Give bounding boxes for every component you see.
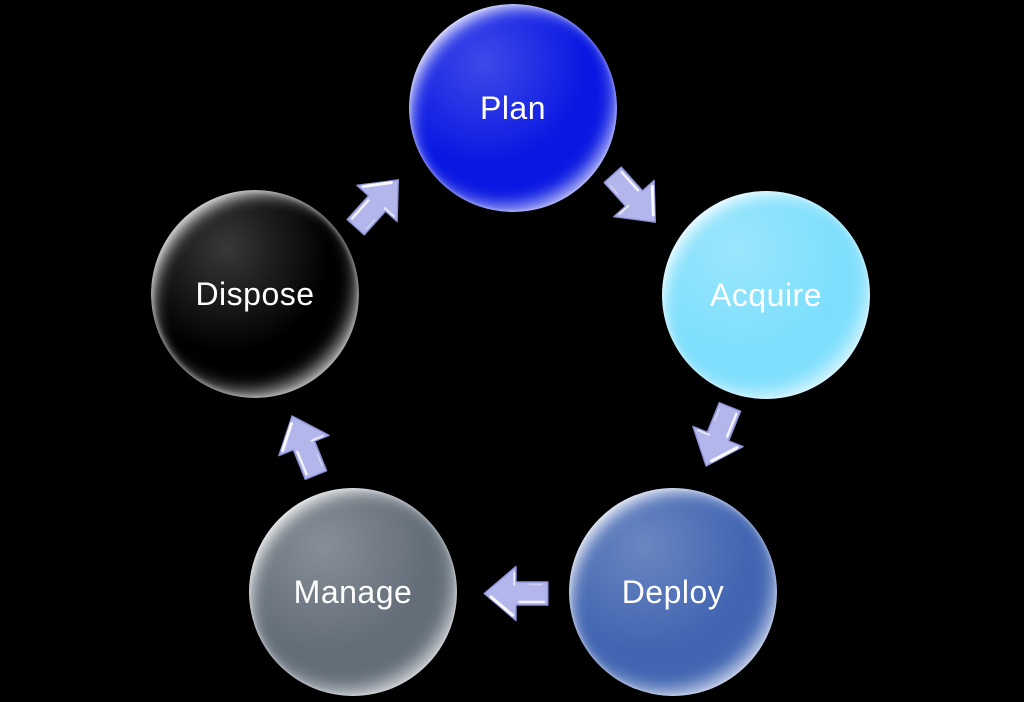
cycle-node-manage-label: Manage	[293, 573, 413, 610]
cycle-node-acquire-label: Acquire	[710, 276, 822, 313]
cycle-node-plan-label: Plan	[479, 89, 547, 126]
cycle-node-plan: Plan	[409, 4, 617, 212]
cycle-arrow-plan-to-acquire-icon	[591, 155, 677, 242]
cycle-node-deploy-label: Deploy	[621, 573, 725, 610]
cycle-node-dispose-label: Dispose	[195, 275, 315, 312]
cycle-node-dispose: Dispose	[151, 190, 359, 398]
cycle-arrow-deploy-to-manage-icon	[482, 564, 550, 623]
cycle-arrow-dispose-to-plan-icon	[334, 160, 420, 247]
cycle-node-deploy: Deploy	[569, 488, 777, 696]
cycle-arrow-manage-to-dispose-icon	[265, 404, 343, 487]
cycle-node-manage: Manage	[249, 488, 457, 696]
cycle-arrow-acquire-to-deploy-icon	[679, 395, 757, 478]
cycle-node-acquire: Acquire	[662, 191, 870, 399]
